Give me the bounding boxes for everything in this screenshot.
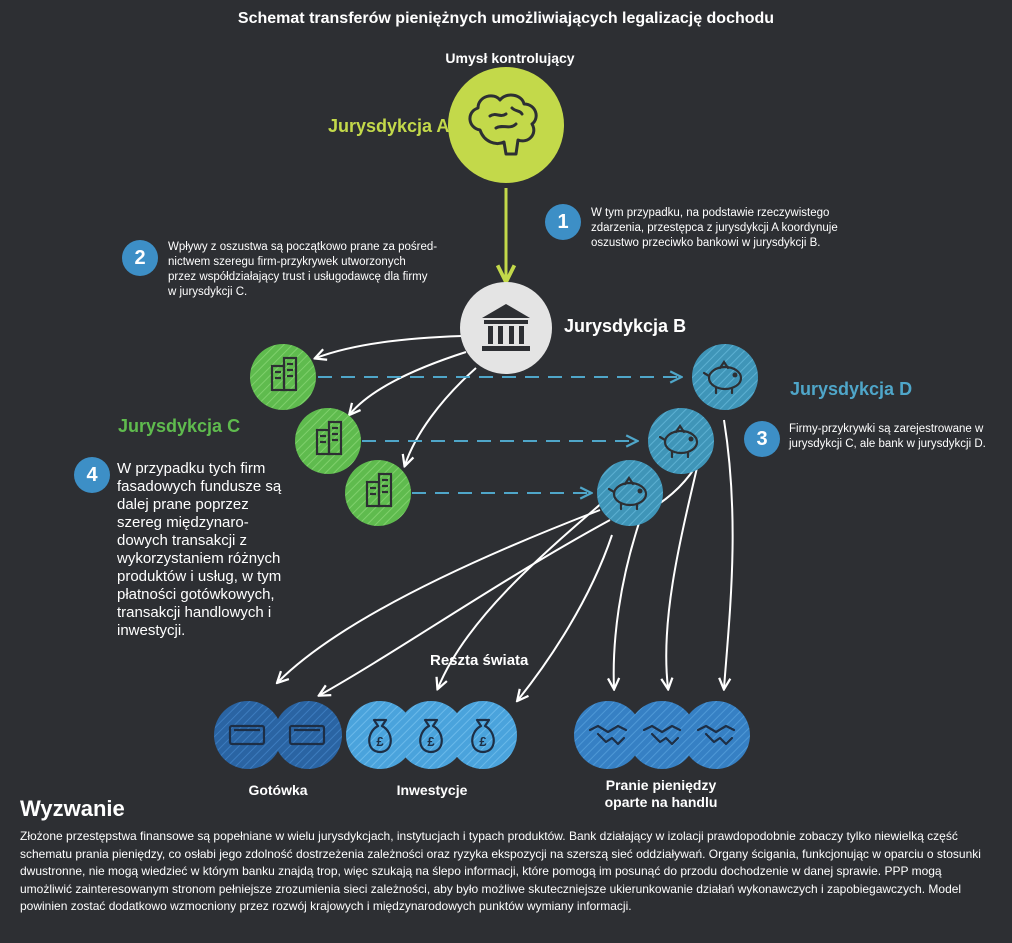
banknote-icon: [288, 724, 326, 746]
trade-caption: Pranie pieniędzy oparte na handlu: [580, 777, 742, 811]
note-3-line: jurysdykcji C, ale bank w jurysdykcji D.: [789, 438, 986, 450]
banknote-icon: [228, 724, 266, 746]
account-1: [692, 344, 758, 410]
note-2-line: nictwem szeregu firm-przykrywek utworzon…: [168, 256, 406, 268]
arrow-account-to-cash-2: [320, 519, 611, 695]
note-3-badge: 3: [744, 421, 780, 457]
investments-group: £ £ £: [346, 701, 517, 769]
note-1-line: W tym przypadku, na podstawie rzeczywist…: [591, 207, 830, 219]
handshake-icon: [588, 724, 628, 746]
arrow-account-to-cash-1: [278, 509, 601, 682]
challenge-heading: Wyzwanie: [20, 796, 125, 821]
arrow-account-to-trade-1: [614, 519, 641, 688]
note-2-line: Wpływy z oszustwa są początkowo prane za…: [168, 241, 438, 253]
jurisdiction-a-label: Jurysdykcja A: [328, 116, 450, 136]
trade-caption-line: Pranie pieniędzy: [605, 777, 717, 793]
shell-firm-1: [250, 344, 316, 410]
arrow-account-to-trade-3: [724, 419, 734, 688]
note-4-line: płatności gotówkowych,: [117, 586, 275, 603]
shell-firm-2: [295, 408, 361, 474]
arrow-account-to-trade-2: [666, 454, 701, 688]
account-3: [597, 460, 663, 526]
cash-caption: Gotówka: [248, 782, 308, 798]
mind-label: Umysł kontrolujący: [445, 50, 575, 66]
note-4-line: produktów i usług, w tym: [117, 568, 282, 585]
money-bag-pound-icon: £: [419, 718, 443, 754]
arrow-bank-to-firm-3: [405, 367, 477, 465]
jurisdiction-b-label: Jurysdykcja B: [564, 316, 687, 336]
svg-text:£: £: [376, 734, 384, 749]
note-1-text: W tym przypadku, na podstawie rzeczywist…: [591, 206, 891, 251]
office-building-icon: [270, 356, 298, 392]
note-4-line: transakcji handlowych i: [117, 604, 272, 621]
trade-group: [574, 701, 750, 769]
account-2: [648, 408, 714, 474]
challenge-text: Złożone przestępstwa finansowe są popełn…: [20, 829, 981, 913]
svg-text:£: £: [427, 734, 435, 749]
bank-node: [460, 282, 552, 374]
note-1-line: oszustwo przeciwko bankowi w jurysdykcji…: [591, 237, 821, 249]
note-4-line: dowych transakcji z: [117, 532, 248, 549]
office-building-icon: [315, 420, 343, 456]
note-3-line: Firmy-przykrywki są zarejestrowane w: [789, 423, 984, 435]
bank-building-icon: [482, 304, 530, 351]
note-2-text: Wpływy z oszustwa są początkowo prane za…: [168, 240, 468, 300]
handshake-icon: [696, 724, 736, 746]
note-4-text: W przypadku tych firm fasadowych fundusz…: [117, 460, 317, 640]
money-bag-pound-icon: £: [471, 718, 495, 754]
arrow-bank-to-firm-2: [350, 351, 467, 414]
note-4-line: fasadowych fundusze są: [117, 478, 282, 495]
note-4-line: W przypadku tych firm: [117, 460, 266, 477]
handshake-icon: [642, 724, 682, 746]
note-4-line: dalej prane poprzez: [117, 496, 249, 513]
arrow-account-to-investments-2: [518, 534, 613, 700]
note-4-line: szereg międzynaro-: [117, 514, 249, 531]
jurisdiction-c-label: Jurysdykcja C: [118, 416, 241, 436]
note-2-line: przez współdziałający trust i usługodawc…: [168, 271, 428, 283]
note-4-line: wykorzystaniem różnych: [117, 550, 281, 567]
note-2-badge: 2: [122, 240, 158, 276]
shell-firm-3: [345, 460, 411, 526]
piggy-bank-icon: [702, 360, 743, 395]
svg-text:£: £: [479, 734, 487, 749]
money-bag-pound-icon: £: [368, 718, 392, 754]
arrow-bank-to-firm-1: [316, 335, 463, 358]
mind-node: [448, 67, 564, 183]
jurisdiction-d-label: Jurysdykcja D: [790, 379, 913, 399]
note-1-badge: 1: [545, 204, 581, 240]
piggy-bank-icon: [658, 424, 699, 459]
investments-caption: Inwestycje: [396, 782, 468, 798]
piggy-bank-icon: [607, 476, 648, 511]
office-building-icon: [365, 472, 393, 508]
rest-of-world-label: Reszta świata: [430, 652, 529, 669]
note-3-text: Firmy-przykrywki są zarejestrowane w jur…: [789, 422, 999, 452]
page-title: Schemat transferów pieniężnych umożliwia…: [237, 10, 775, 27]
note-1-line: zdarzenia, przestępca z jurysdykcji A ko…: [591, 222, 838, 234]
note-4-badge: 4: [74, 457, 110, 493]
trade-caption-line: oparte na handlu: [604, 794, 718, 810]
brain-icon: [468, 93, 538, 156]
note-2-line: w jurysdykcji C.: [168, 286, 248, 298]
cash-group: [214, 701, 342, 769]
note-4-line: inwestycji.: [117, 622, 186, 639]
